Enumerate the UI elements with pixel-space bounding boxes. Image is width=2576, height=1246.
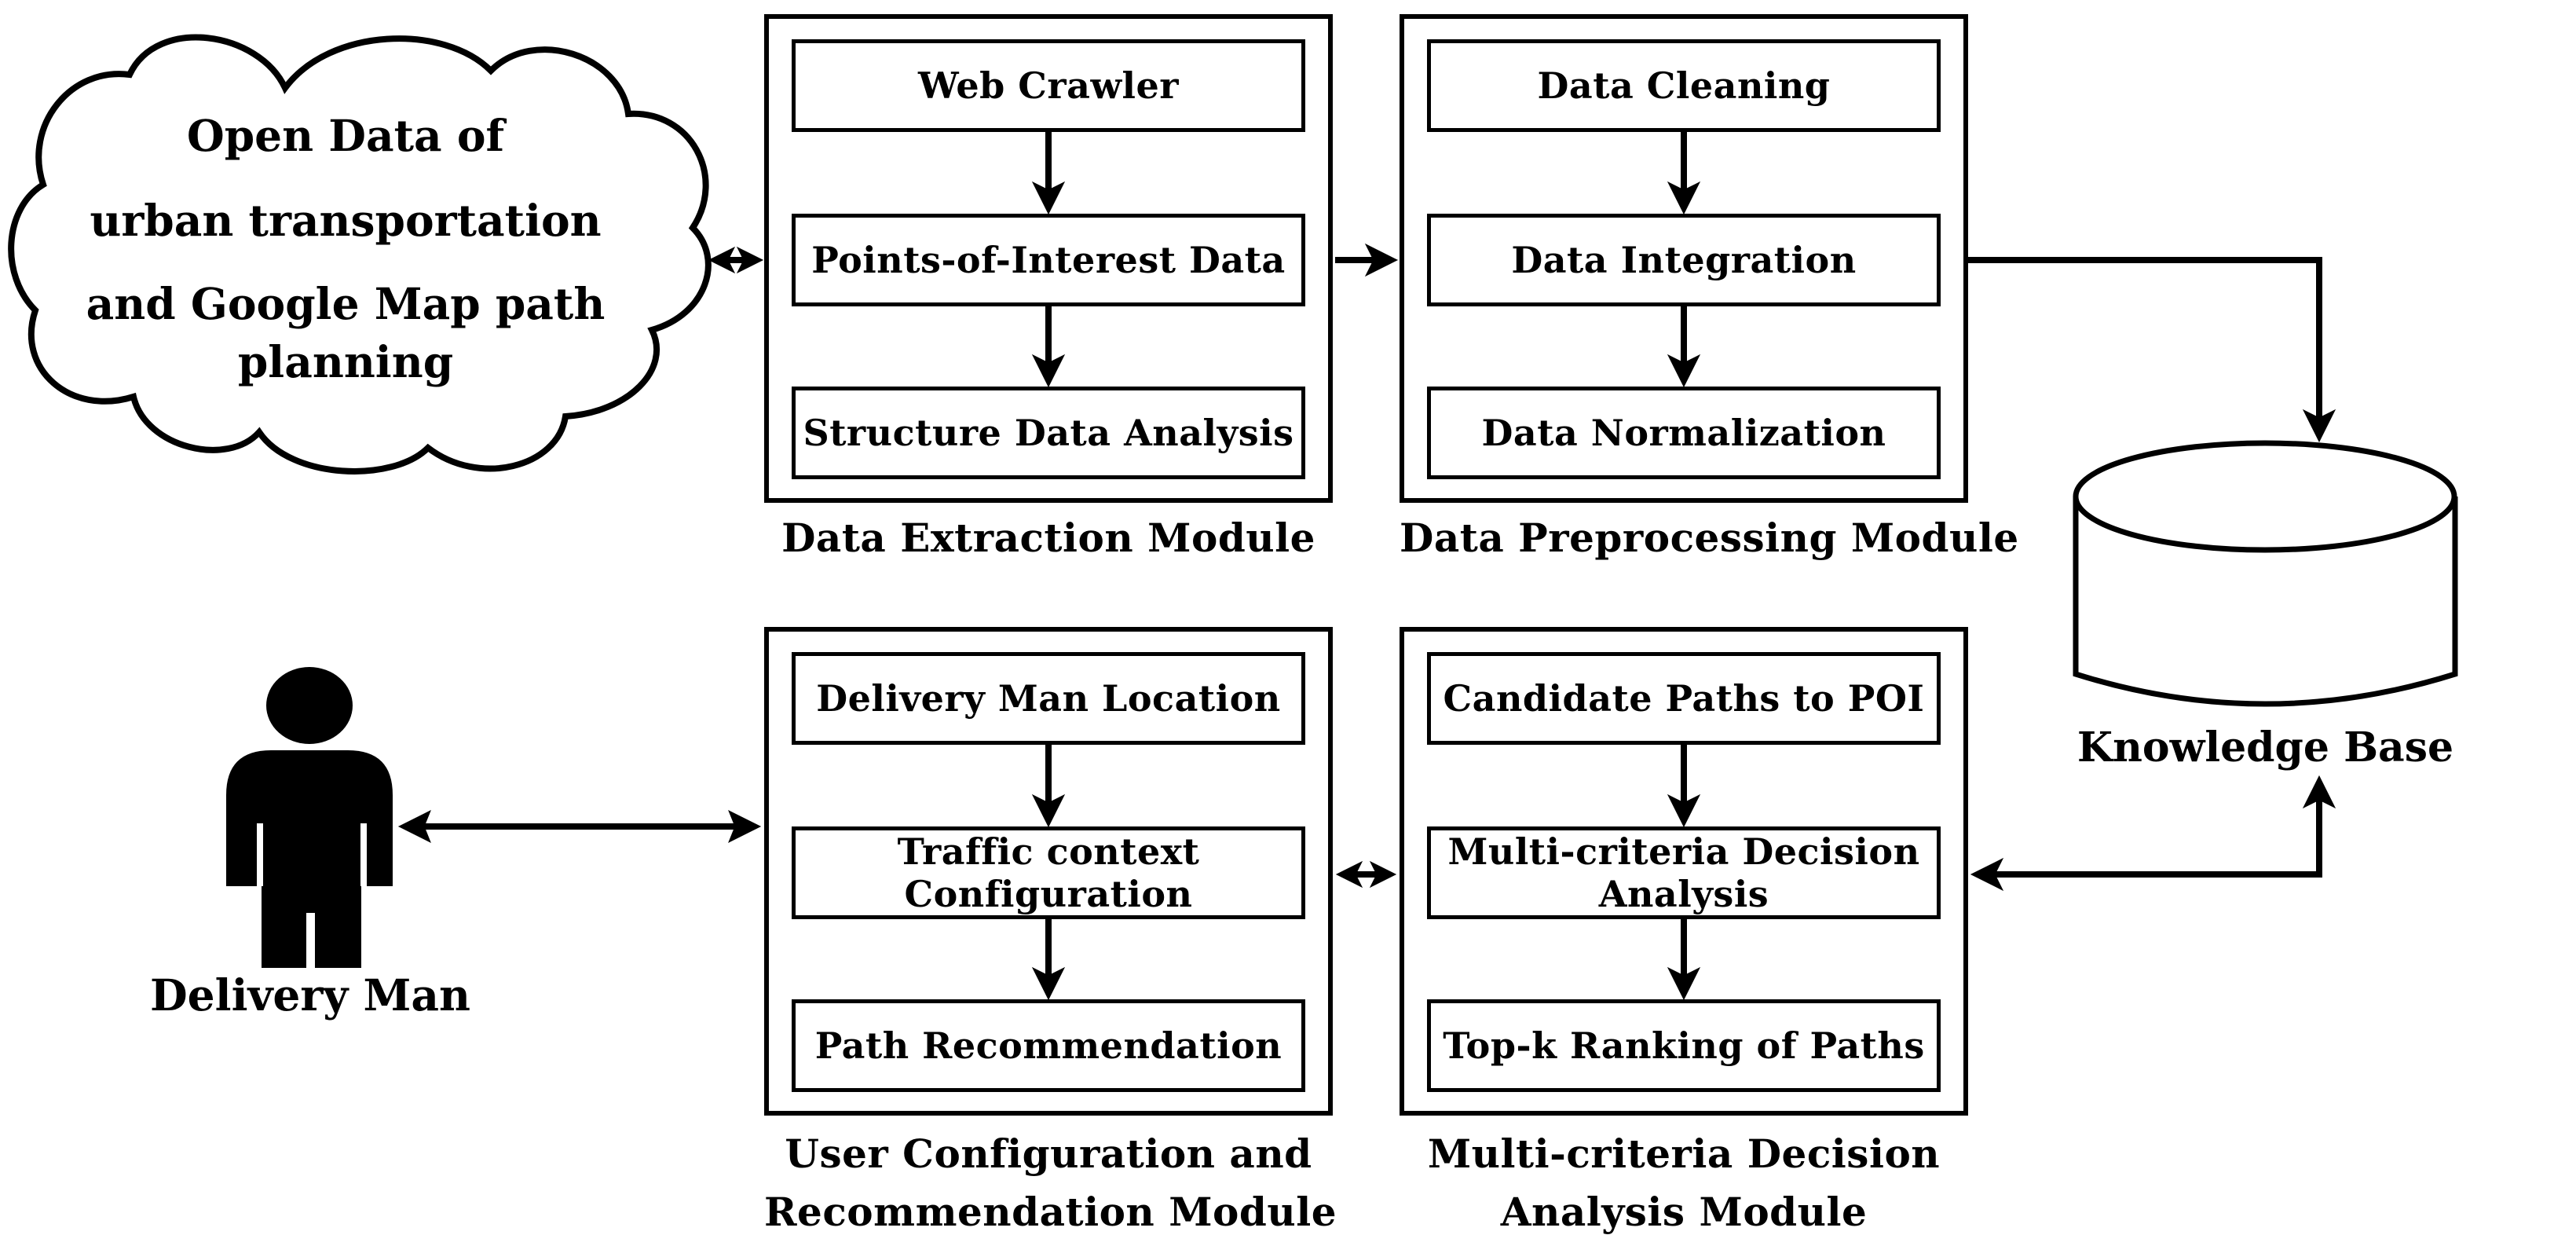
arrow-cloud-extraction xyxy=(708,246,764,274)
arrow-candidate-mcda xyxy=(1667,745,1701,828)
process-box-data-integration: Data Integration xyxy=(1427,214,1941,306)
database-icon xyxy=(2073,497,2458,707)
arrow-integration-normalization xyxy=(1667,306,1701,388)
arrow-preprocessing-knowledgebase xyxy=(1968,257,2336,443)
cloud-text-line: Open Data of xyxy=(186,110,505,161)
module-label-data-preprocessing: Data Preprocessing Module xyxy=(1400,515,2019,561)
process-box-label: Analysis xyxy=(1598,873,1769,915)
module-label-data-extraction: Data Extraction Module xyxy=(781,515,1315,561)
process-box-poi-data: Points-of-Interest Data xyxy=(792,214,1305,306)
process-box-label: Delivery Man Location xyxy=(816,677,1281,720)
arrow-location-traffic xyxy=(1031,745,1066,828)
process-box-data-normalization: Data Normalization xyxy=(1427,387,1941,479)
module-data-extraction xyxy=(764,14,1333,503)
cloud-text-line: urban transportation xyxy=(90,195,602,246)
module-label-mcda: Multi-criteria Decision Analysis Module xyxy=(1427,1131,1941,1235)
process-box-label: Data Normalization xyxy=(1481,412,1886,454)
process-box-label: Web Crawler xyxy=(917,64,1180,107)
module-user-configuration xyxy=(764,627,1333,1116)
process-box-label: Structure Data Analysis xyxy=(803,412,1294,454)
process-box-label: Multi-criteria Decision xyxy=(1447,830,1920,873)
process-box-web-crawler: Web Crawler xyxy=(792,39,1305,132)
person-icon xyxy=(226,667,393,968)
module-mcda xyxy=(1400,627,1968,1116)
arrow-deliveryman-userconfig xyxy=(397,809,762,844)
module-data-preprocessing xyxy=(1400,14,1968,503)
knowledge-base-label: Knowledge Base xyxy=(2077,724,2454,771)
process-box-label: Traffic context xyxy=(897,830,1200,873)
arrow-webcrawler-poi xyxy=(1031,132,1066,215)
process-box-label: Points-of-Interest Data xyxy=(811,239,1286,281)
process-box-data-cleaning: Data Cleaning xyxy=(1427,39,1941,132)
cloud-text-line: planning xyxy=(237,336,454,387)
process-box-path-recommendation: Path Recommendation xyxy=(792,999,1305,1092)
arrow-traffic-pathrec xyxy=(1031,919,1066,1001)
process-box-traffic-context-configuration: Traffic context Configuration xyxy=(792,826,1305,919)
process-box-label: Data Cleaning xyxy=(1537,64,1831,107)
process-box-label: Configuration xyxy=(904,873,1193,915)
process-box-topk-ranking: Top-k Ranking of Paths xyxy=(1427,999,1941,1092)
process-box-delivery-man-location: Delivery Man Location xyxy=(792,652,1305,745)
arrow-cleaning-integration xyxy=(1667,132,1701,215)
database-icon-top xyxy=(2073,440,2457,553)
process-box-label: Top-k Ranking of Paths xyxy=(1443,1024,1925,1067)
cloud-icon xyxy=(8,34,712,475)
delivery-man-label: Delivery Man xyxy=(149,969,470,1021)
process-box-label: Candidate Paths to POI xyxy=(1443,677,1925,720)
cloud-text-line: and Google Map path xyxy=(86,278,606,329)
arrow-extraction-preprocessing xyxy=(1335,243,1399,277)
module-label-user-configuration: User Configuration and Recommendation Mo… xyxy=(764,1131,1337,1235)
arrow-poi-structure xyxy=(1031,306,1066,388)
process-box-structure-data-analysis: Structure Data Analysis xyxy=(792,387,1305,479)
process-box-label: Data Integration xyxy=(1511,239,1857,281)
arrow-mcda-topk xyxy=(1667,919,1701,1001)
process-box-candidate-paths: Candidate Paths to POI xyxy=(1427,652,1941,745)
arrow-knowledgebase-mcda xyxy=(1970,775,2336,892)
process-box-label: Path Recommendation xyxy=(814,1024,1283,1067)
arrow-userconfig-mcda xyxy=(1335,860,1397,889)
process-box-mcda-analysis: Multi-criteria Decision Analysis xyxy=(1427,826,1941,919)
